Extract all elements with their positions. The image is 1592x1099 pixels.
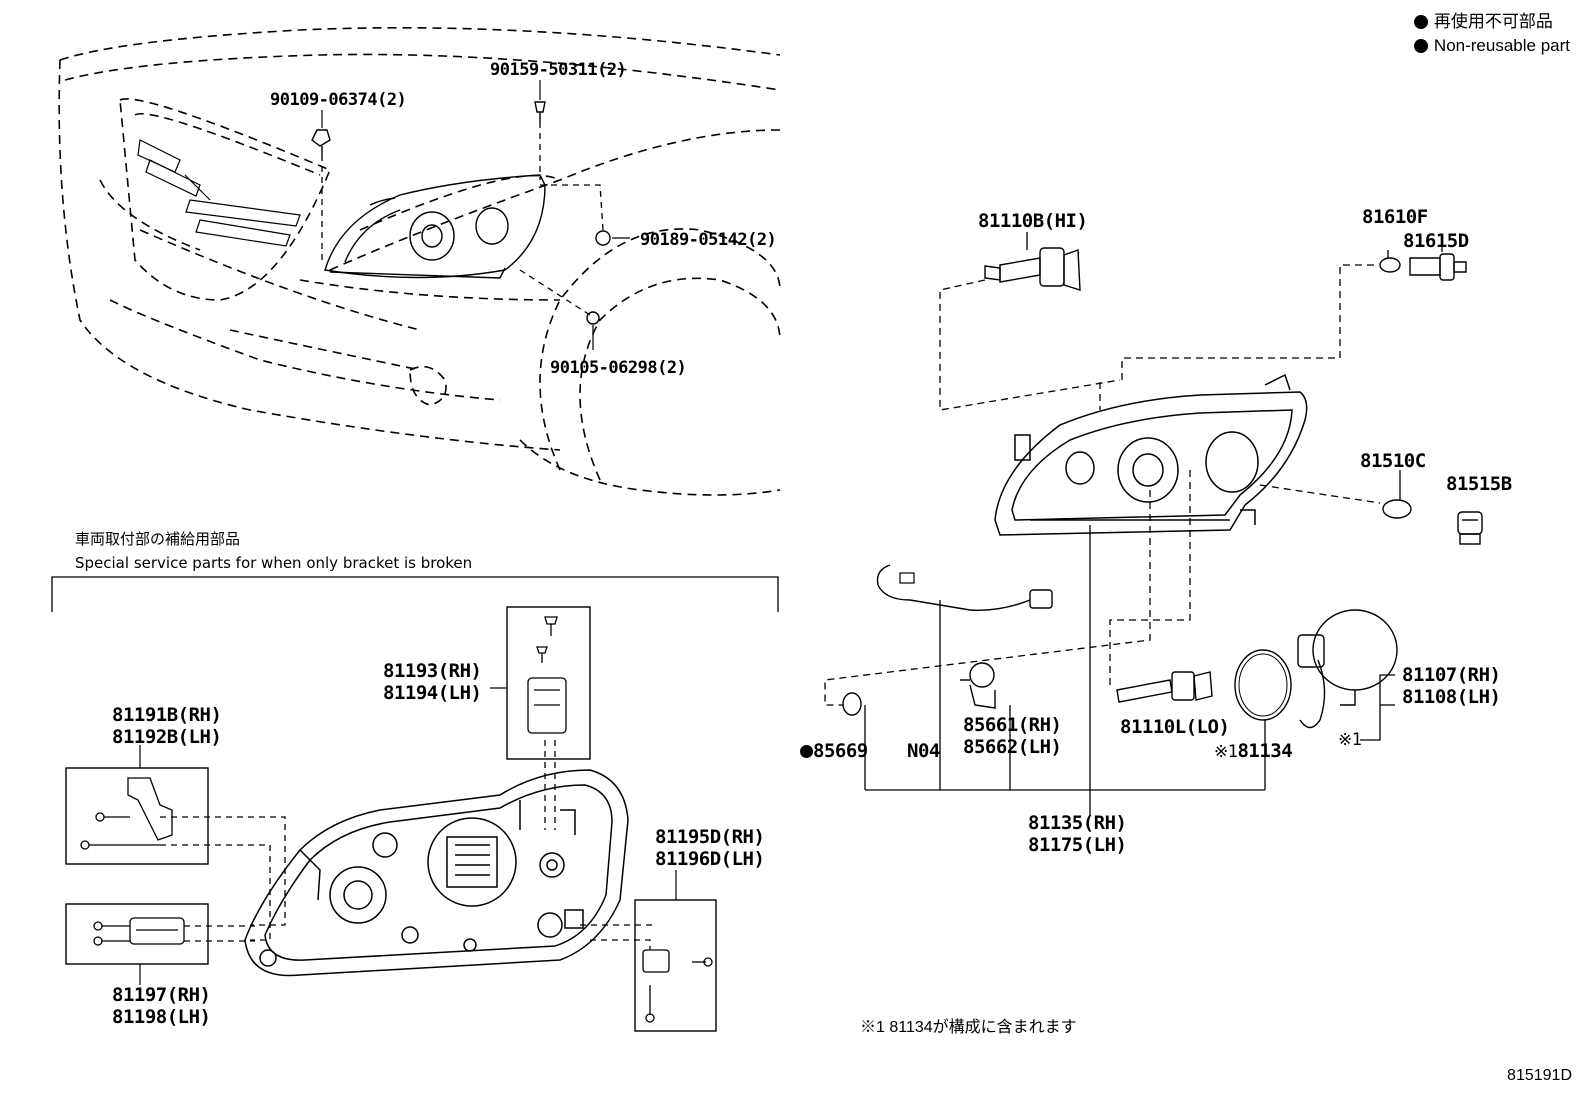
part-label: 85661(RH) — [963, 714, 1062, 736]
leveling-motor — [960, 662, 996, 709]
part-label: 81193(RH) — [383, 660, 482, 682]
non-reusable-dot-icon — [800, 745, 813, 758]
part-label: 81197(RH) — [112, 984, 211, 1006]
part-label: 81192B(LH) — [112, 726, 222, 748]
part-label: 81135(RH) — [1028, 812, 1127, 834]
figure-code: 815191D — [1507, 1067, 1572, 1084]
lo-bulb — [1116, 671, 1213, 703]
legend: 再使用不可部品 Non-reusable part — [1413, 10, 1570, 58]
part-label: 81195D(RH) — [655, 826, 765, 848]
part-label: 90159-50311(2) — [490, 60, 627, 80]
part-label: 81191B(RH) — [112, 704, 222, 726]
special-section-heading: 車両取付部の補給用部品 Special service parts for wh… — [75, 527, 472, 575]
part-label: 81198(LH) — [112, 1006, 211, 1028]
special-title-jp: 車両取付部の補給用部品 — [75, 530, 241, 548]
legend-jp: 再使用不可部品 — [1433, 12, 1553, 31]
footnote: ※1 81134が構成に含まれます — [860, 1019, 1077, 1036]
car-front-outline — [58, 26, 781, 496]
special-bracket-line — [51, 576, 779, 612]
part-label: 81196D(LH) — [655, 848, 765, 870]
part-label: 90189-05142(2) — [640, 230, 777, 250]
box-81197 — [65, 903, 209, 965]
part-label-85669: 85669 — [800, 740, 868, 762]
box-81195d — [634, 899, 717, 1032]
fasteners — [311, 101, 611, 325]
part-label: 81107(RH) — [1402, 664, 1501, 686]
grille — [137, 139, 301, 247]
part-label: 81615D — [1403, 230, 1469, 252]
bulb-81615d — [1409, 253, 1467, 281]
socket-81515b — [1457, 511, 1483, 545]
box-81193 — [506, 606, 591, 760]
legend-en: Non-reusable part — [1433, 36, 1570, 55]
part-label: 81610F — [1362, 206, 1428, 228]
part-label: 81194(LH) — [383, 682, 482, 704]
part-label: 81110L(LO) — [1120, 716, 1230, 738]
part-label: 90109-06374(2) — [270, 90, 407, 110]
part-label: N04 — [907, 740, 940, 762]
non-reusable-dot-icon — [1413, 15, 1428, 29]
part-label: 81134 — [1237, 740, 1293, 762]
part-label: 81515B — [1446, 473, 1512, 495]
part-label: 81175(LH) — [1028, 834, 1127, 856]
headlamp-rear-view — [244, 769, 629, 977]
part-label: 81510C — [1360, 450, 1426, 472]
car-headlamp — [324, 174, 546, 279]
part-label: 81108(LH) — [1402, 686, 1501, 708]
hi-bulb — [984, 247, 1081, 291]
leader-lines-top — [321, 122, 604, 316]
part-label: 90105-06298(2) — [550, 358, 687, 378]
special-title-en: Special service parts for when only brac… — [75, 554, 473, 572]
ballast — [1297, 609, 1398, 729]
part-label: 85669 — [813, 740, 868, 762]
note-ref: ※1 — [1214, 742, 1238, 762]
part-label-81134: ※181134 — [1214, 740, 1293, 763]
wire-harness — [876, 564, 1031, 611]
box-81191b — [65, 767, 209, 865]
part-label: 85662(LH) — [963, 736, 1062, 758]
headlamp-exploded — [994, 373, 1308, 536]
non-reusable-dot-icon — [1413, 39, 1428, 53]
note-ref: ※1 — [1338, 730, 1362, 750]
part-label: 81110B(HI) — [978, 210, 1088, 232]
